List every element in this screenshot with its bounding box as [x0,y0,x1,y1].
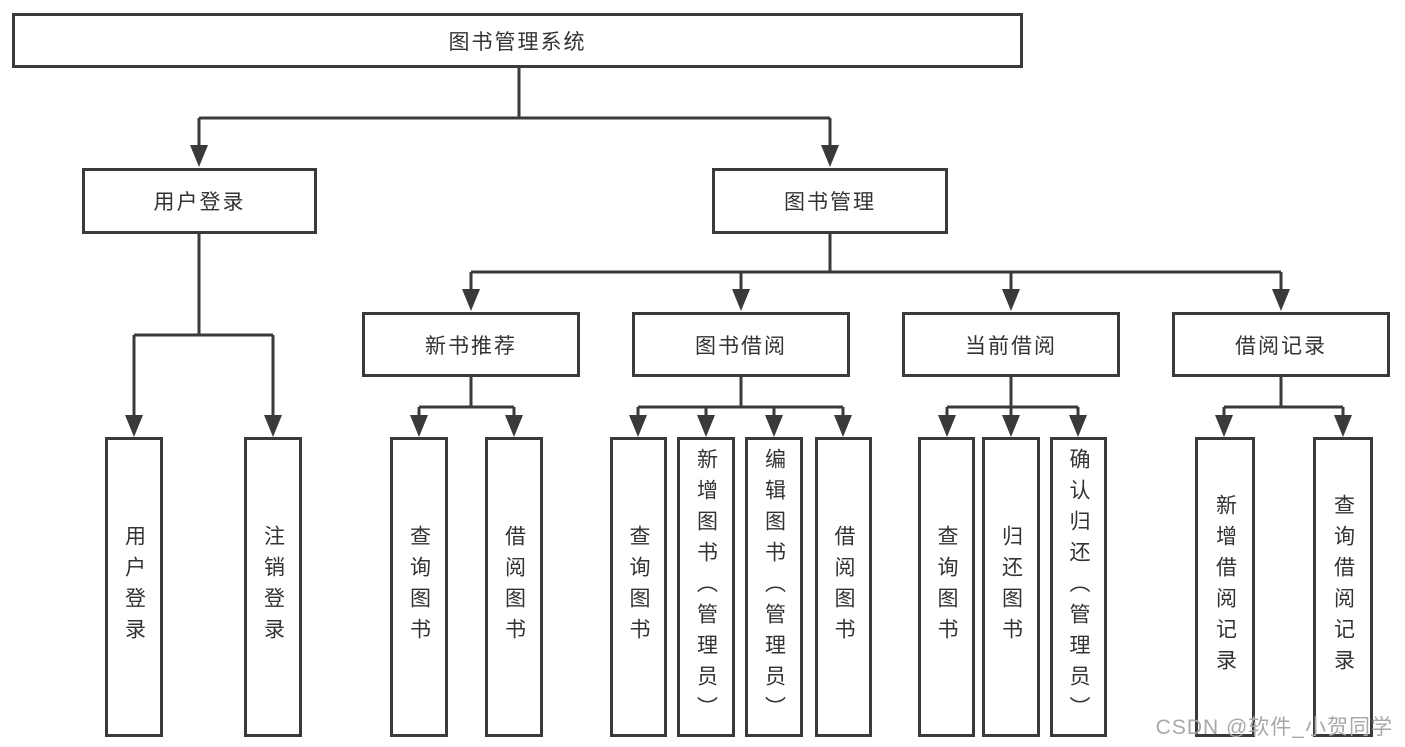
arrowhead-leaf [834,415,852,437]
arrowhead-leaf [1002,415,1020,437]
leaf-newbooks-borrow-label: 借阅图书 [502,525,526,649]
node-book-mgmt: 图书管理 [712,168,948,234]
arrowhead-leaf [125,415,143,437]
node-borrow-records-label: 借阅记录 [1235,334,1327,358]
leaf-current-query-label: 查询图书 [935,525,958,649]
node-user-login: 用户登录 [82,168,317,234]
arrowhead-leaf [264,415,282,437]
leaf-borrow-add-label: 新增图书（管理员） [694,447,718,727]
leaf-newbooks-query-label: 查询图书 [407,525,431,649]
node-borrow-records: 借阅记录 [1172,312,1390,377]
arrowhead-leaf [697,415,715,437]
node-book-borrow: 图书借阅 [632,312,850,377]
node-root: 图书管理系统 [12,13,1023,68]
leaf-newbooks-borrow: 借阅图书 [485,437,543,737]
leaf-user-login-label: 用户登录 [122,525,146,649]
leaf-records-query: 查询借阅记录 [1313,437,1373,737]
leaf-current-confirm-label: 确认归还（管理员） [1067,447,1090,727]
arrowhead-level3 [1002,289,1020,311]
node-new-books-label: 新书推荐 [425,334,517,358]
arrowhead-level3 [462,289,480,311]
leaf-borrow-add: 新增图书（管理员） [677,437,735,737]
arrowhead-leaf [505,415,523,437]
arrowhead-bookmgmt [821,145,839,167]
leaf-current-return-label: 归还图书 [999,525,1023,649]
node-root-label: 图书管理系统 [448,30,587,54]
arrowhead-leaf [1069,415,1087,437]
leaf-current-confirm: 确认归还（管理员） [1050,437,1107,737]
arrowhead-level3 [1272,289,1290,311]
arrowhead-leaf [765,415,783,437]
leaf-user-login: 用户登录 [105,437,163,737]
leaf-borrow-edit-label: 编辑图书（管理员） [762,447,786,727]
arrowhead-leaf [1215,415,1233,437]
watermark: CSDN @软件_小贺同学 [1155,716,1393,739]
leaf-borrow-book-label: 借阅图书 [832,525,855,649]
leaf-borrow-edit: 编辑图书（管理员） [745,437,803,737]
leaf-records-query-label: 查询借阅记录 [1331,494,1355,680]
leaf-newbooks-query: 查询图书 [390,437,448,737]
arrowhead-leaf [629,415,647,437]
arrowhead-leaf [410,415,428,437]
node-new-books: 新书推荐 [362,312,580,377]
node-current-borrow: 当前借阅 [902,312,1120,377]
leaf-current-query: 查询图书 [918,437,975,737]
arrowhead-leaf [1334,415,1352,437]
leaf-records-add: 新增借阅记录 [1195,437,1255,737]
arrowhead-userlogin [190,145,208,167]
leaf-logout: 注销登录 [244,437,302,737]
arrowhead-level3 [732,289,750,311]
node-user-login-label: 用户登录 [153,191,246,214]
leaf-borrow-query-label: 查询图书 [627,525,650,649]
leaf-logout-label: 注销登录 [261,525,285,649]
leaf-borrow-book: 借阅图书 [815,437,872,737]
node-book-mgmt-label: 图书管理 [784,191,876,214]
leaf-records-add-label: 新增借阅记录 [1213,494,1237,680]
arrowhead-leaf [938,415,956,437]
node-current-borrow-label: 当前借阅 [965,334,1057,358]
leaf-current-return: 归还图书 [982,437,1040,737]
leaf-borrow-query: 查询图书 [610,437,667,737]
node-book-borrow-label: 图书借阅 [695,334,787,358]
